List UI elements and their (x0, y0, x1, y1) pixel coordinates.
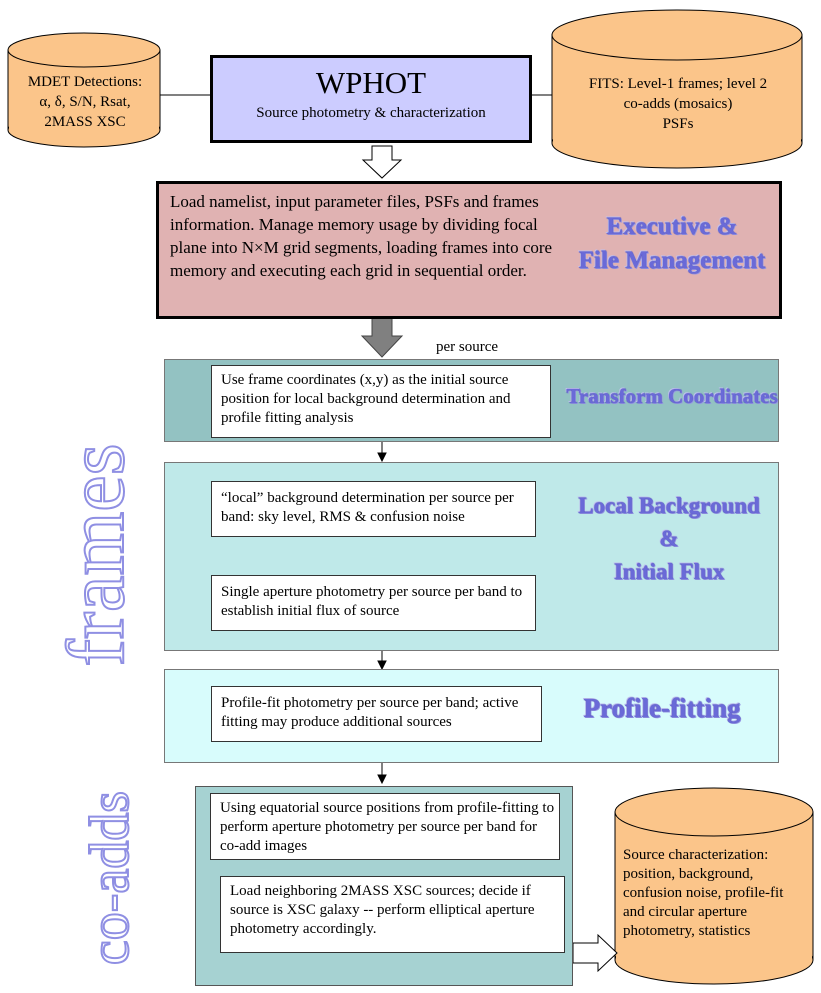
fits-frames-label: FITS: Level-1 frames; level 2 co-adds (m… (560, 74, 796, 134)
fits-line-2: co-adds (mosaics) (623, 96, 733, 112)
coadds-aperture-description-box: Using equatorial source positions from p… (210, 793, 560, 860)
profile-fitting-description-box: Profile-fit photometry per source per ba… (211, 686, 542, 742)
local-background-label-line-3: Initial Flux (613, 559, 725, 584)
local-background-box: “local” background determination per sou… (164, 462, 779, 651)
small-arrows (377, 441, 387, 785)
mdet-line-2: α, δ, S/N, Rsat, (39, 94, 131, 110)
mdet-detections-label: MDET Detections: α, δ, S/N, Rsat, 2MASS … (20, 72, 150, 132)
wphot-title: WPHOT (315, 65, 427, 100)
per-source-label: per source (436, 339, 499, 355)
right-arrow-hollow (572, 933, 618, 973)
executive-label-line-2: File Management (578, 247, 766, 274)
source-characterization-cylinder (614, 787, 814, 985)
coadds-side-label: co-adds (78, 790, 142, 966)
transform-label: Transform Coordinates (566, 384, 778, 408)
executive-description: Load namelist, input parameter files, PS… (170, 192, 553, 280)
profile-fitting-box: Profile-fit photometry per source per ba… (164, 669, 779, 763)
executive-box: Load namelist, input parameter files, PS… (156, 181, 782, 319)
local-background-label: Local Background & Initial Flux (557, 489, 781, 588)
down-arrow-gray (360, 317, 404, 358)
aperture-photometry-description-box: Single aperture photometry per source pe… (211, 575, 536, 631)
executive-label: Executive & File Management (567, 210, 777, 278)
xsc-description-box: Load neighboring 2MASS XSC sources; deci… (220, 876, 565, 953)
wphot-subtitle: Source photometry & characterization (256, 105, 486, 121)
down-arrow-hollow (361, 145, 403, 179)
local-background-description: “local” background determination per sou… (221, 490, 514, 525)
wphot-box: WPHOT Source photometry & characterizati… (210, 55, 532, 143)
fits-line-1: FITS: Level-1 frames; level 2 (588, 76, 768, 92)
local-background-label-line-1: Local Background (578, 493, 760, 518)
frames-side-label: frames (49, 442, 142, 667)
coadds-box: Using equatorial source positions from p… (195, 786, 573, 986)
transform-coordinates-box: Use frame coordinates (x,y) as the initi… (164, 359, 779, 442)
executive-label-line-1: Executive & (606, 213, 738, 240)
mdet-detections-cylinder (7, 32, 161, 148)
local-background-description-box: “local” background determination per sou… (211, 481, 536, 537)
aperture-photometry-description: Single aperture photometry per source pe… (221, 584, 523, 619)
profile-fitting-description: Profile-fit photometry per source per ba… (221, 695, 519, 730)
xsc-description: Load neighboring 2MASS XSC sources; deci… (230, 883, 535, 937)
fits-line-3: PSFs (662, 116, 694, 132)
source-characterization-label: Source characterization: position, backg… (623, 847, 784, 939)
transform-description-box: Use frame coordinates (x,y) as the initi… (211, 365, 551, 438)
coadds-aperture-description: Using equatorial source positions from p… (220, 800, 555, 854)
mdet-line-1: MDET Detections: (27, 74, 143, 90)
mdet-line-3: 2MASS XSC (44, 114, 126, 130)
fits-frames-cylinder (551, 9, 803, 169)
transform-description: Use frame coordinates (x,y) as the initi… (221, 372, 511, 426)
profile-fitting-label: Profile-fitting (583, 693, 741, 723)
local-background-label-line-2: & (659, 526, 679, 551)
